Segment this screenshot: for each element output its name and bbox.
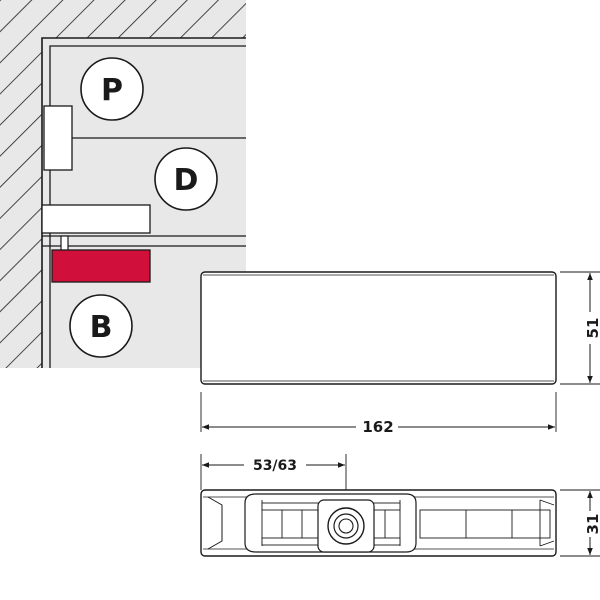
dim-width-label: 162: [362, 418, 393, 436]
label-p: P: [101, 73, 123, 108]
right-rib-band: [419, 509, 551, 539]
dim-height-label: 51: [584, 318, 600, 339]
fixing-hole-inner: [338, 518, 354, 534]
dim-offset-label: 53/63: [253, 458, 297, 474]
closer-block: [41, 204, 151, 234]
frame-line: [49, 45, 246, 368]
wall-edge: [41, 37, 246, 368]
wall-hatch: [0, 0, 246, 368]
bottom-left-profile: [207, 496, 223, 550]
label-circle-b: B: [69, 294, 133, 358]
label-circle-d: D: [154, 147, 218, 211]
installation-view: P D B: [0, 0, 246, 368]
red-component: [51, 249, 151, 283]
label-circle-p: P: [80, 57, 144, 121]
bracket-top: [43, 105, 73, 171]
front-body: [200, 271, 557, 385]
right-end-profile: [539, 499, 555, 547]
bottom-view: 53/63 31: [200, 454, 600, 557]
dim-depth-label: 31: [584, 514, 600, 535]
front-view: 51 162: [200, 271, 600, 436]
label-d: D: [174, 163, 199, 198]
label-b: B: [90, 310, 113, 345]
